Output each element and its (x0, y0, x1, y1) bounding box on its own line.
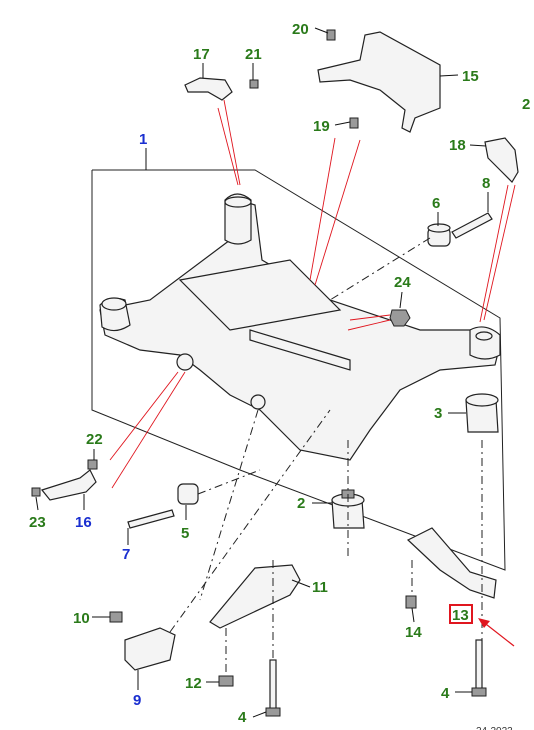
red-explosion-lines (109, 99, 516, 489)
bracket-18-part (484, 137, 519, 183)
subframe-outline-frame (91, 169, 506, 571)
assembly-centerlines (169, 237, 483, 676)
heat-shield (317, 31, 441, 133)
callout-18: 18 (449, 137, 466, 154)
callout-17: 17 (193, 46, 210, 63)
nut-20-part (326, 29, 336, 41)
callout-22: 22 (86, 431, 103, 448)
callout-12: 12 (185, 675, 202, 692)
bolt-10-part (109, 611, 123, 623)
callout-1: 1 (139, 131, 147, 148)
callout-6: 6 (432, 195, 440, 212)
rear-subframe (99, 193, 501, 461)
bolt-19-part (349, 117, 359, 129)
callout-13: 13 (452, 607, 469, 624)
callout-2-lower: 2 (297, 495, 305, 512)
mount-3-part (465, 393, 499, 433)
callout-leader-lines (35, 27, 489, 718)
nut-24-part (389, 309, 411, 327)
callout-15: 15 (462, 68, 479, 85)
bolt-8-part (451, 212, 493, 239)
callout-10: 10 (73, 610, 90, 627)
callout-9: 9 (133, 692, 141, 709)
callout-16: 16 (75, 514, 92, 531)
callout-3: 3 (434, 405, 442, 422)
callout-20: 20 (292, 21, 309, 38)
highlight-arrow (478, 618, 515, 647)
bolt-23-part (31, 487, 41, 497)
long-bolt-4-left-part (269, 659, 277, 711)
callout-4-right: 4 (441, 685, 450, 702)
callout-14: 14 (405, 624, 422, 641)
callout-19: 19 (313, 118, 330, 135)
bolt-14-part (405, 595, 417, 609)
highlight-box-13 (449, 604, 473, 624)
bolt-7-part (127, 509, 175, 529)
callout-labels: 1 2 2 3 4 4 5 6 7 8 9 10 11 12 13 14 15 … (29, 21, 530, 726)
bolt-21-part (249, 79, 259, 89)
callout-5: 5 (181, 525, 189, 542)
bolt-12-part (218, 675, 234, 687)
callout-8: 8 (482, 175, 490, 192)
bracket-9-part (124, 627, 176, 671)
bushing-5-part (177, 483, 199, 505)
long-bolt-4-right-head (471, 687, 487, 697)
callout-23: 23 (29, 514, 46, 531)
bracket-16-part (40, 469, 97, 501)
callout-24: 24 (394, 274, 411, 291)
bracket-13-part (406, 527, 497, 599)
long-bolt-4-left-head (265, 707, 281, 717)
long-bolt-4-right-part (475, 639, 483, 691)
callout-21: 21 (245, 46, 262, 63)
callout-7: 7 (122, 546, 130, 563)
bracket-17-part (184, 77, 233, 101)
arm-11-part (209, 564, 301, 629)
bushing-6-part (427, 223, 451, 247)
date-stamp: 24-2023 (476, 726, 513, 730)
callout-2-right: 2 (522, 96, 530, 113)
callout-11: 11 (312, 579, 328, 596)
bolt-22-part (87, 459, 98, 470)
callout-4-left: 4 (238, 709, 247, 726)
